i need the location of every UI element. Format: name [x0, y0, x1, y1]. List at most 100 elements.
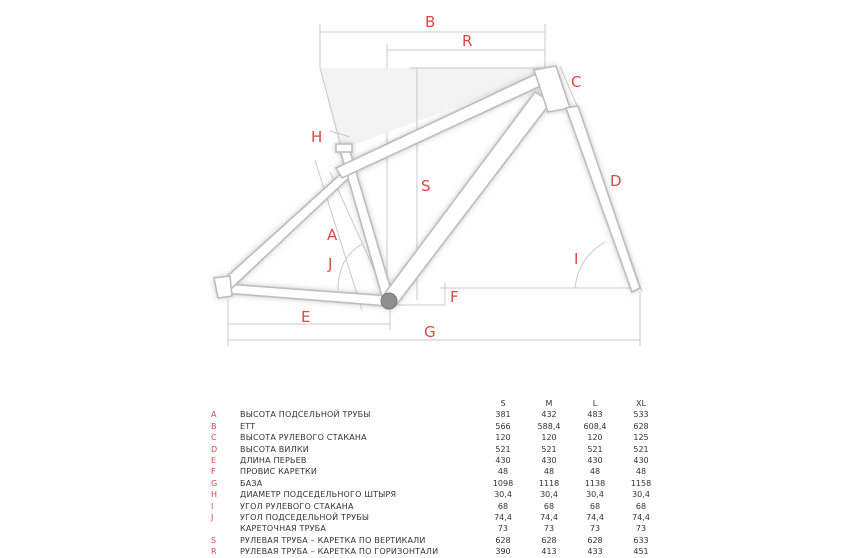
row-value: 73 — [589, 524, 601, 534]
row-value: 533 — [633, 410, 649, 420]
row-value: 30,4 — [494, 490, 512, 500]
row-value: 521 — [495, 444, 511, 454]
row-value: 68 — [497, 501, 509, 511]
row-name: ВЫСОТА ПОДСЕЛЬНОЙ ТРУБЫ — [240, 410, 371, 420]
row-name: ДЛИНА ПЕРЬЕВ — [240, 456, 307, 466]
row-value: 73 — [543, 524, 555, 534]
table-row: КАРЕТОЧНАЯ ТРУБА 73 73 73 73 — [205, 523, 664, 534]
label-j: J — [327, 255, 332, 273]
row-value: 68 — [589, 501, 601, 511]
row-value: 430 — [541, 456, 557, 466]
label-s: S — [421, 177, 431, 195]
table-row: C ВЫСОТА РУЛЕВОГО СТАКАНА 120 120 120 125 — [205, 432, 664, 443]
row-value: 1138 — [584, 478, 606, 488]
row-value: 628 — [541, 535, 557, 545]
row-value: 68 — [635, 501, 647, 511]
label-d: D — [610, 172, 622, 190]
size-header: S — [500, 399, 506, 408]
row-value: 74,4 — [494, 513, 512, 523]
row-value: 1118 — [538, 478, 560, 488]
row-name: ПРОВИС КАРЕТКИ — [240, 467, 318, 477]
label-i: I — [574, 250, 578, 268]
row-value: 74,4 — [540, 513, 558, 523]
row-letter: J — [211, 513, 214, 523]
row-value: 74,4 — [586, 513, 604, 523]
row-letter: D — [211, 444, 218, 454]
table-row: G БАЗА 1098 1118 1138 1158 — [205, 478, 664, 489]
row-name: РУЛЕВАЯ ТРУБА – КАРЕТКА ПО ВЕРТИКАЛИ — [240, 535, 426, 545]
row-value: 633 — [633, 535, 649, 545]
row-value: 68 — [543, 501, 555, 511]
row-value: 73 — [635, 524, 647, 534]
label-h: H — [311, 128, 322, 146]
dimension-letters: B R C H S D A J I F E G — [301, 13, 622, 341]
row-name: УГОЛ РУЛЕВОГО СТАКАНА — [240, 501, 354, 511]
row-value: 483 — [587, 410, 603, 420]
row-name: КАРЕТОЧНАЯ ТРУБА — [240, 524, 327, 534]
row-letter: H — [211, 490, 218, 500]
label-r: R — [462, 32, 472, 50]
table-row: H ДИАМЕТР ПОДСЕДЕЛЬНОГО ШТЫРЯ 30,4 30,4 30,4… — [205, 489, 664, 500]
row-value: 566 — [495, 421, 511, 431]
row-value: 521 — [587, 444, 603, 454]
row-value: 30,4 — [540, 490, 558, 500]
row-name: ВЫСОТА ВИЛКИ — [240, 444, 309, 454]
row-value: 521 — [633, 444, 649, 454]
row-name: ВЫСОТА РУЛЕВОГО СТАКАНА — [240, 433, 367, 443]
row-letter: B — [211, 421, 217, 431]
row-value: 48 — [589, 467, 601, 477]
row-value: 521 — [541, 444, 557, 454]
row-name: ETT — [240, 421, 256, 431]
table-row: A ВЫСОТА ПОДСЕЛЬНОЙ ТРУБЫ 381 432 483 533 — [205, 409, 664, 420]
row-value: 74,4 — [632, 513, 650, 523]
row-letter: S — [211, 535, 217, 545]
row-value: 628 — [633, 421, 649, 431]
row-name: УГОЛ ПОДСЕДЕЛЬНОЙ ТРУБЫ — [240, 513, 370, 523]
row-value: 125 — [633, 433, 649, 443]
table-row: J УГОЛ ПОДСЕДЕЛЬНОЙ ТРУБЫ 74,4 74,4 74,4 74,4 — [205, 512, 664, 523]
bike-geometry-diagram: B R C H S D A J I F E G — [213, 13, 643, 346]
row-letter: I — [211, 501, 214, 511]
row-value: 48 — [543, 467, 555, 477]
row-value: 628 — [495, 535, 511, 545]
row-value: 628 — [587, 535, 603, 545]
label-a: A — [327, 226, 338, 244]
row-letter — [205, 523, 240, 534]
table-row: I УГОЛ РУЛЕВОГО СТАКАНА 68 68 68 68 — [205, 501, 664, 512]
geometry-table: S M L XL A ВЫСОТА ПОДСЕЛЬНОЙ ТРУБЫ 381 432 4… — [205, 398, 664, 558]
label-f: F — [450, 288, 459, 306]
row-value: 120 — [541, 433, 557, 443]
row-value: 73 — [497, 524, 509, 534]
table-header-row: S M L XL — [205, 398, 664, 409]
table-row: S РУЛЕВАЯ ТРУБА – КАРЕТКА ПО ВЕРТИКАЛИ 628… — [205, 535, 664, 546]
label-c: C — [571, 73, 581, 91]
row-value: 120 — [495, 433, 511, 443]
row-value: 588,4 — [537, 421, 561, 431]
row-value: 1158 — [630, 478, 652, 488]
table-row: D ВЫСОТА ВИЛКИ 521 521 521 521 — [205, 444, 664, 455]
label-g: G — [424, 323, 436, 341]
row-value: 432 — [541, 410, 557, 420]
label-e: E — [301, 308, 310, 326]
row-value: 430 — [495, 456, 511, 466]
row-letter: C — [211, 433, 217, 443]
row-letter: G — [211, 478, 218, 488]
row-value: 48 — [497, 467, 509, 477]
row-letter: F — [211, 467, 216, 477]
row-name: БАЗА — [240, 478, 263, 488]
row-value: 30,4 — [632, 490, 650, 500]
row-value: 1098 — [492, 478, 514, 488]
row-letter: A — [211, 410, 217, 420]
row-name: ДИАМЕТР ПОДСЕДЕЛЬНОГО ШТЫРЯ — [240, 490, 397, 500]
bike-frame — [213, 65, 641, 310]
row-letter: E — [211, 456, 217, 466]
row-value: 381 — [495, 410, 511, 420]
row-value: 30,4 — [586, 490, 604, 500]
row-value: 120 — [587, 433, 603, 443]
row-value: 430 — [633, 456, 649, 466]
size-header: XL — [636, 399, 646, 408]
row-value: 430 — [587, 456, 603, 466]
table-row: E ДЛИНА ПЕРЬЕВ 430 430 430 430 — [205, 455, 664, 466]
